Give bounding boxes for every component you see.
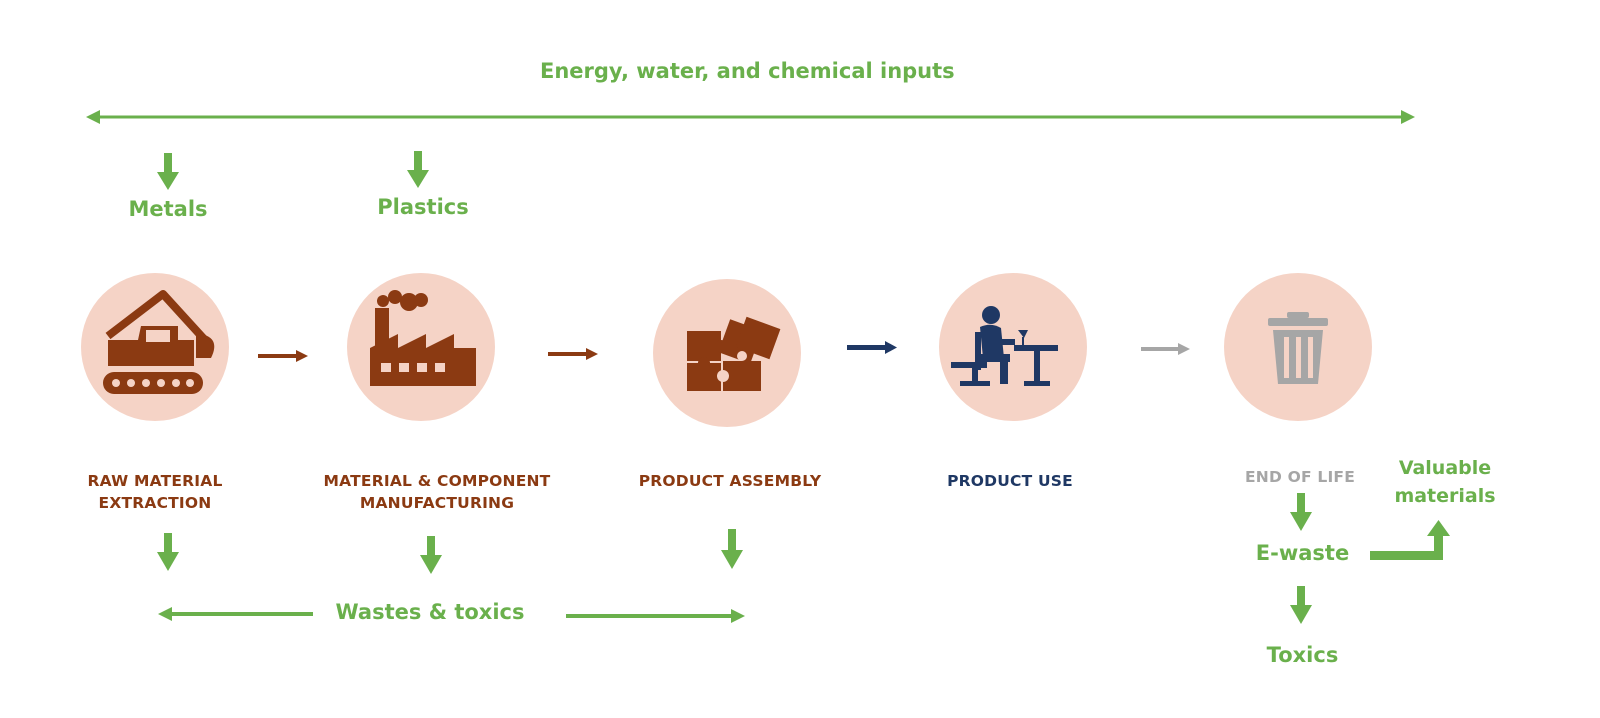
manufacturing-label-line1: MATERIAL & COMPONENT: [323, 472, 551, 490]
ewaste-label: E-waste: [1255, 541, 1350, 565]
manufacturing-waste-arrow: [420, 536, 442, 574]
ewaste-to-toxics-arrow: [1290, 586, 1312, 624]
trash-can-icon: [1268, 312, 1328, 384]
toxics-label: Toxics: [1266, 643, 1339, 667]
inputs-double-arrow: [86, 110, 1415, 124]
metals-down-arrow: [157, 153, 179, 190]
flow-arrow-manufacturing-to-assembly: [548, 348, 598, 360]
end-of-life-to-ewaste-arrow: [1290, 493, 1312, 531]
assembly-waste-arrow: [721, 529, 743, 569]
flow-arrow-use-to-end-of-life: [1141, 343, 1190, 355]
raw-material-label-line1: RAW MATERIAL: [87, 472, 223, 490]
product-use-label: PRODUCT USE: [947, 472, 1073, 490]
end-of-life-label: END OF LIFE: [1244, 468, 1355, 486]
metals-label: Metals: [128, 197, 208, 221]
product-use-circle: [939, 273, 1087, 421]
manufacturing-label-line2: MANUFACTURING: [359, 494, 515, 512]
flow-arrow-extraction-to-manufacturing: [258, 350, 308, 362]
wastes-left-arrow: [158, 607, 313, 621]
factory-icon: [370, 290, 476, 386]
person-at-desk-icon: [951, 306, 1058, 386]
plastics-down-arrow: [407, 151, 429, 188]
wastes-right-arrow: [566, 609, 745, 623]
valuable-label-line2: materials: [1394, 485, 1496, 507]
flow-arrow-assembly-to-use: [847, 341, 897, 354]
assembly-label: PRODUCT ASSEMBLY: [638, 472, 822, 490]
valuable-label-line1: Valuable: [1398, 457, 1492, 479]
valuable-materials-label: Valuable materials: [1385, 454, 1505, 510]
raw-material-label-line2: EXTRACTION: [98, 494, 212, 512]
plastics-label: Plastics: [377, 195, 469, 219]
extraction-waste-arrow: [157, 533, 179, 571]
inputs-title: Energy, water, and chemical inputs: [540, 59, 955, 83]
ewaste-to-valuable-arrow: [1370, 520, 1450, 560]
manufacturing-label: MATERIAL & COMPONENT MANUFACTURING: [312, 470, 562, 514]
puzzle-icon: [687, 316, 781, 391]
raw-material-label: RAW MATERIAL EXTRACTION: [70, 470, 240, 514]
excavator-icon: [103, 290, 215, 394]
wastes-label: Wastes & toxics: [335, 600, 525, 624]
